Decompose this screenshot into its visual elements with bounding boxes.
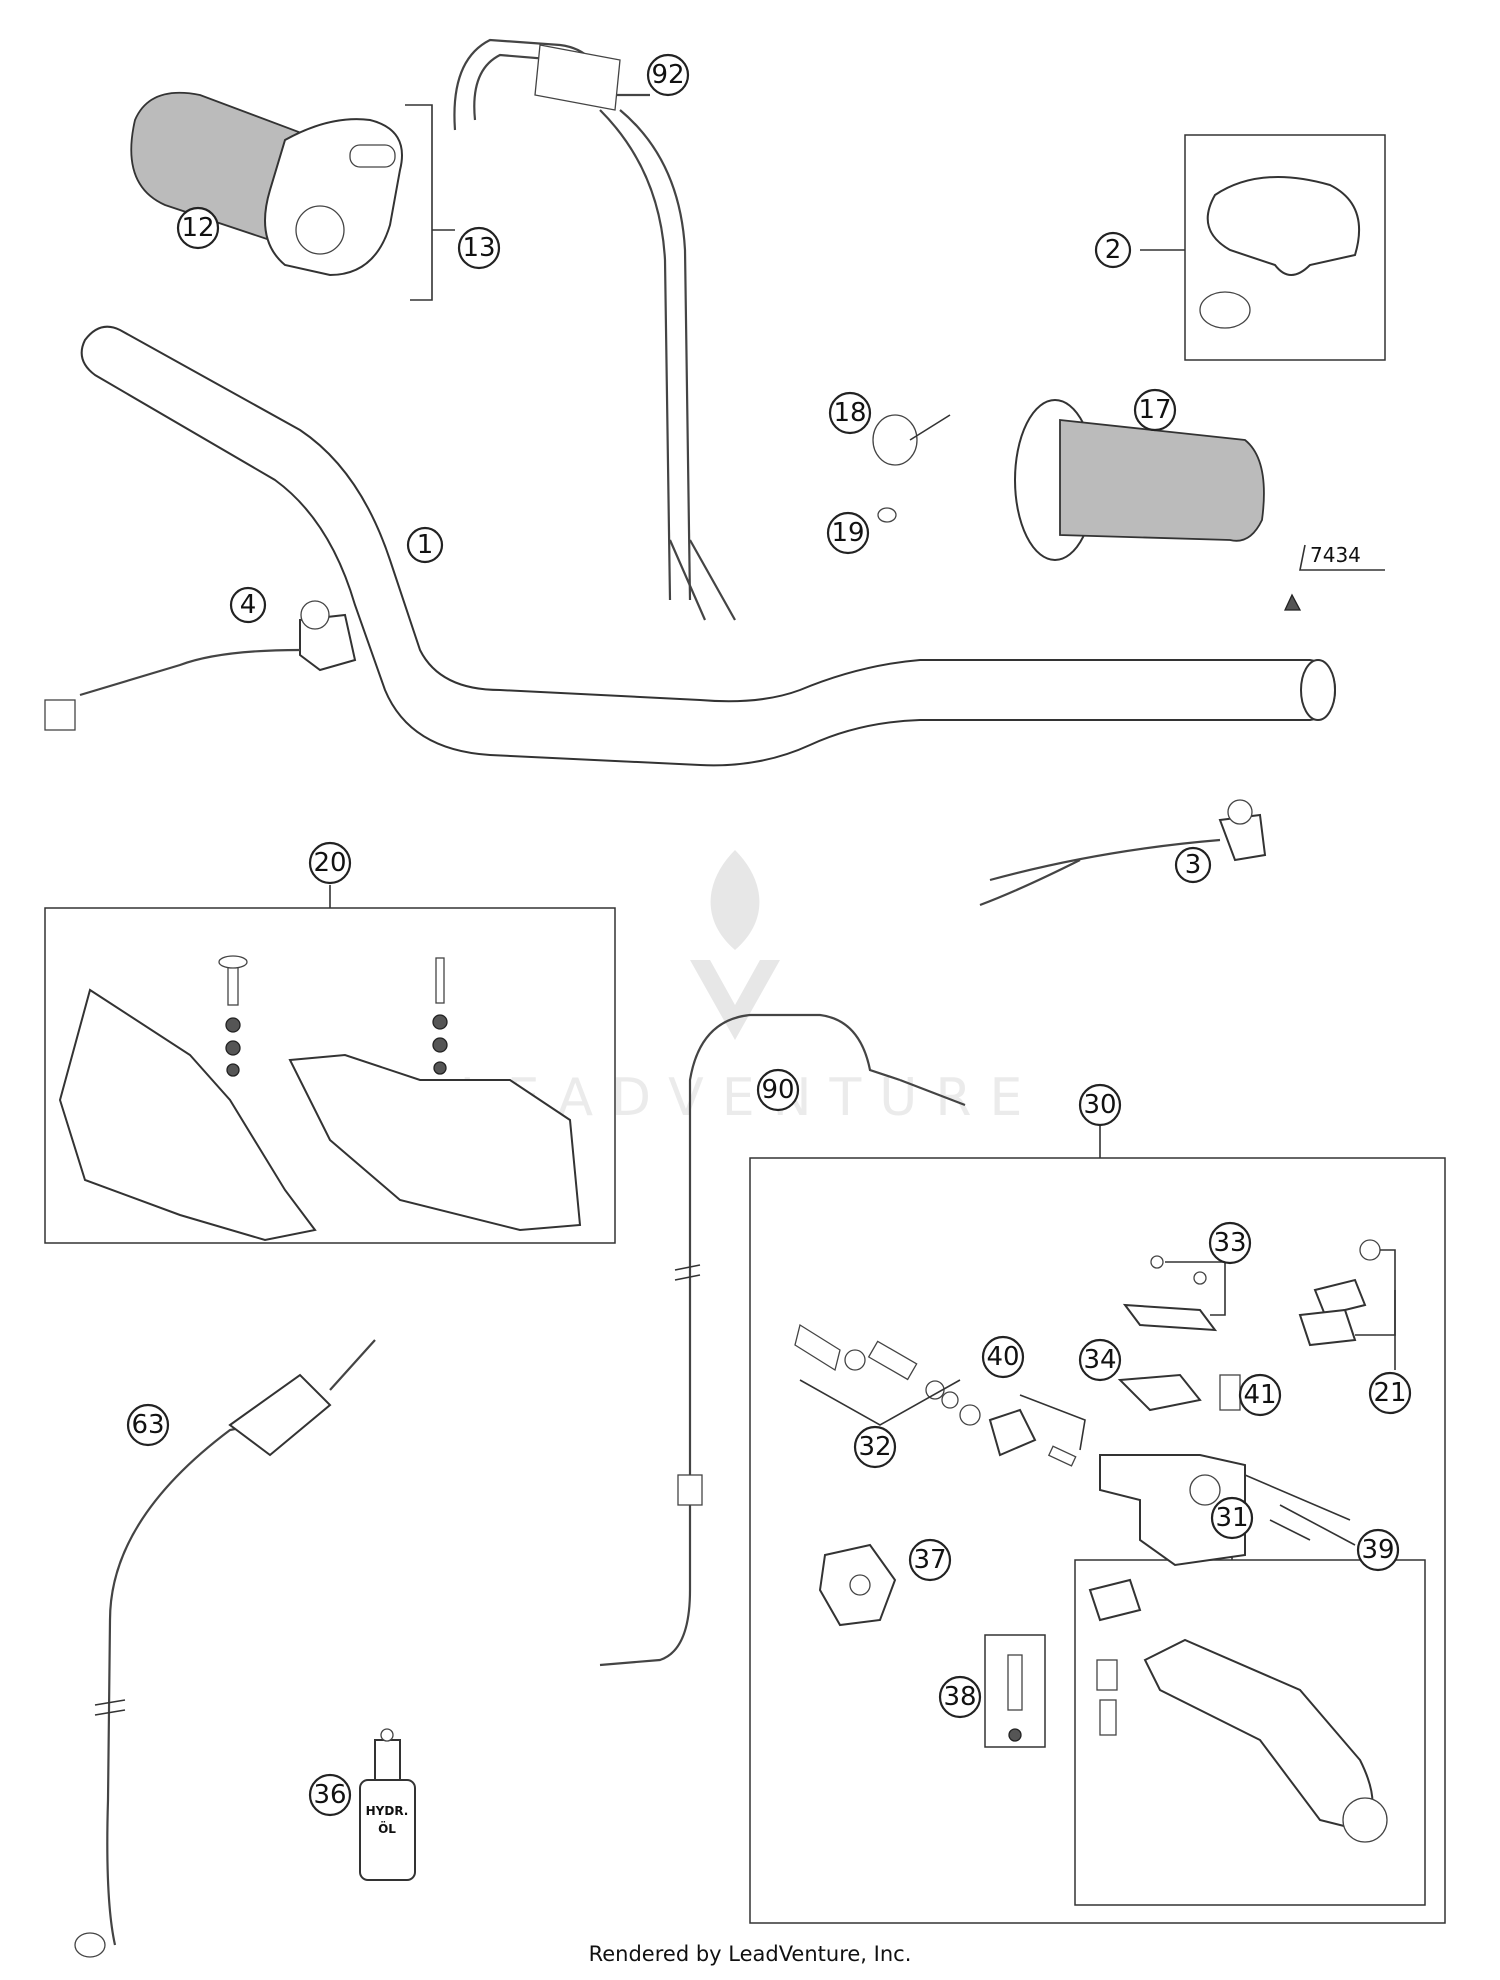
svg-text:38: 38: [943, 1682, 976, 1712]
callout-90: 90: [756, 1068, 800, 1112]
svg-text:18: 18: [833, 398, 866, 428]
svg-text:2: 2: [1105, 235, 1122, 265]
cap-clip: [1199, 291, 1251, 329]
cable-tie: [872, 414, 918, 466]
callout-34: 34: [1078, 1338, 1122, 1382]
svg-text:30: 30: [1083, 1090, 1116, 1120]
svg-text:32: 32: [858, 1432, 891, 1462]
handguard-right: [288, 1053, 582, 1232]
callout-38: 38: [938, 1675, 982, 1719]
clutch-cable: [599, 1013, 966, 1667]
pin-nut: [1008, 1728, 1022, 1742]
lever: [1088, 1578, 1388, 1843]
callout-31: 31: [1210, 1496, 1254, 1540]
svg-text:92: 92: [651, 60, 684, 90]
bottle-label-2: ÖL: [378, 1821, 396, 1836]
svg-text:40: 40: [986, 1342, 1019, 1372]
throttle-cables: [453, 38, 736, 621]
svg-text:31: 31: [1215, 1503, 1248, 1533]
callout-92: 92: [646, 53, 690, 97]
callout-33: 33: [1208, 1221, 1252, 1265]
callout-37: 37: [908, 1538, 952, 1582]
handguard-bolts: [218, 955, 448, 1077]
svg-text:19: 19: [831, 518, 864, 548]
svg-text:13: 13: [462, 233, 495, 263]
callout-18: 18: [828, 391, 872, 435]
callout-32: 32: [853, 1425, 897, 1469]
reservoir-cover: [1122, 1255, 1226, 1332]
svg-text:37: 37: [913, 1545, 946, 1575]
svg-text:17: 17: [1138, 395, 1171, 425]
svg-text:63: 63: [131, 1410, 164, 1440]
pivot-pin: [1007, 1654, 1023, 1711]
leadventure-watermark: LEADVENTURE: [460, 850, 1022, 1128]
callout-19: 19: [826, 511, 870, 555]
hydraulic-oil-bottle: HYDR. ÖL: [359, 1728, 416, 1881]
throttle-grip: [130, 91, 403, 277]
handlebar: [80, 325, 1337, 767]
svg-text:21: 21: [1373, 1378, 1406, 1408]
leader-7434: [1299, 544, 1385, 571]
callout-41: 41: [1238, 1373, 1282, 1417]
callout-63: 63: [126, 1403, 170, 1447]
svg-text:1: 1: [417, 530, 434, 560]
adjuster: [1298, 1239, 1396, 1370]
svg-text:12: 12: [181, 213, 214, 243]
svg-text:36: 36: [313, 1780, 346, 1810]
leader-32-40: [799, 1379, 1086, 1451]
callout-30: 30: [1078, 1083, 1122, 1127]
lever-box: [1074, 1559, 1426, 1906]
clamp: [818, 1543, 897, 1627]
svg-text:33: 33: [1213, 1228, 1246, 1258]
throttle-housing-bracket: [405, 104, 433, 301]
handguard-left: [58, 988, 317, 1242]
diaphragm: [1117, 1373, 1202, 1412]
svg-text:41: 41: [1243, 1380, 1276, 1410]
callout-21: 21: [1368, 1371, 1412, 1415]
bottle-label-1: HYDR.: [366, 1804, 409, 1818]
kill-switch-left: [44, 600, 357, 731]
part-number-label: 7434: [1310, 543, 1361, 567]
callout-20: 20: [308, 841, 352, 885]
piston-assembly: [794, 1323, 1077, 1467]
cable-tie-tail: [909, 414, 951, 441]
handguard-cap-box: [1184, 134, 1386, 361]
callout-3: 3: [1174, 846, 1212, 884]
pin-box: [984, 1634, 1046, 1748]
callout-39: 39: [1356, 1528, 1400, 1572]
left-grip: [1014, 399, 1265, 561]
callout-36: 36: [308, 1773, 352, 1817]
bushing: [1219, 1374, 1241, 1411]
handguard-cap: [1206, 176, 1361, 276]
svg-text:3: 3: [1185, 850, 1202, 880]
master-cylinder: [1099, 1454, 1351, 1567]
callout-17: 17: [1133, 388, 1177, 432]
footer-credit: Rendered by LeadVenture, Inc.: [588, 1942, 912, 1966]
leader-39: [1279, 1504, 1356, 1546]
callout-13: 13: [457, 226, 501, 270]
svg-text:39: 39: [1361, 1535, 1394, 1565]
switch-right: [979, 799, 1267, 907]
callout-1: 1: [406, 526, 444, 564]
callout-12: 12: [176, 206, 220, 250]
bar-end-plug: [1283, 593, 1302, 611]
callout-40: 40: [981, 1335, 1025, 1379]
callout-2: 2: [1094, 231, 1132, 269]
sensor-cable: [74, 1339, 376, 1958]
nut: [877, 507, 897, 523]
svg-text:20: 20: [313, 848, 346, 878]
svg-text:34: 34: [1083, 1345, 1116, 1375]
svg-text:90: 90: [761, 1075, 794, 1105]
master-cylinder-box: [749, 1157, 1446, 1924]
callout-4: 4: [229, 586, 267, 624]
svg-text:4: 4: [240, 590, 257, 620]
